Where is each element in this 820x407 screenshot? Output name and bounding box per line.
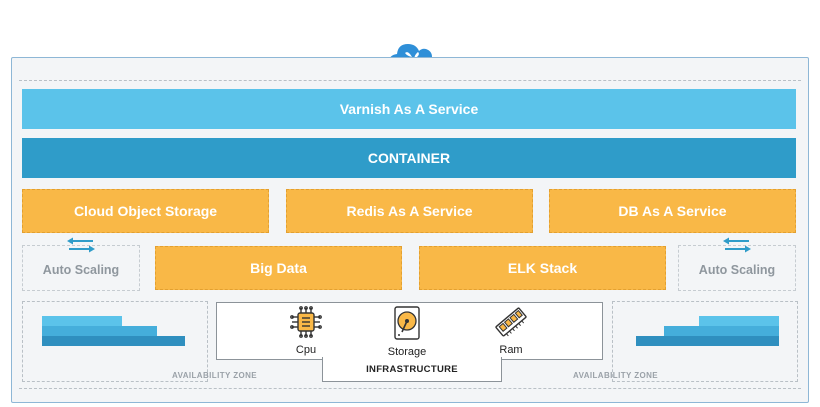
ram-icon bbox=[495, 307, 527, 337]
auto-scaling-right-label: Auto Scaling bbox=[698, 263, 776, 277]
storage-resource: Storage bbox=[377, 306, 437, 358]
cpu-resource: Cpu bbox=[276, 306, 336, 356]
big-data-label: Big Data bbox=[250, 260, 307, 276]
redis-tile: Redis As A Service bbox=[286, 189, 533, 233]
swap-arrows-icon bbox=[723, 237, 751, 253]
ram-resource: Ram bbox=[481, 306, 541, 356]
infrastructure-title: INFRASTRUCTURE bbox=[366, 363, 458, 375]
availability-zone-right-region bbox=[612, 301, 798, 382]
cloud-object-storage-tile: Cloud Object Storage bbox=[22, 189, 269, 233]
storage-label: Storage bbox=[387, 346, 427, 358]
auto-scaling-right: Auto Scaling bbox=[678, 237, 796, 291]
ram-label: Ram bbox=[499, 344, 523, 356]
cloud-object-storage-label: Cloud Object Storage bbox=[73, 203, 218, 219]
container-layer: CONTAINER bbox=[22, 138, 796, 178]
big-data-tile: Big Data bbox=[155, 246, 402, 290]
container-label: CONTAINER bbox=[367, 150, 451, 166]
bottom-dashed-line bbox=[19, 388, 801, 390]
cpu-icon bbox=[290, 306, 322, 338]
swap-arrows-icon bbox=[67, 237, 95, 253]
auto-scaling-left: Auto Scaling bbox=[22, 237, 140, 291]
storage-icon bbox=[394, 306, 420, 340]
redis-label: Redis As A Service bbox=[346, 203, 473, 219]
varnish-label: Varnish As A Service bbox=[339, 101, 479, 117]
varnish-layer: Varnish As A Service bbox=[22, 89, 796, 129]
top-dashed-region bbox=[19, 80, 801, 82]
auto-scaling-left-label: Auto Scaling bbox=[42, 263, 120, 277]
elk-stack-tile: ELK Stack bbox=[419, 246, 666, 290]
availability-zone-right-graphic bbox=[636, 316, 779, 346]
availability-zone-left-label: AVAILABILITY ZONE bbox=[172, 371, 258, 380]
availability-zone-left-graphic bbox=[42, 316, 185, 346]
availability-zone-left-region bbox=[22, 301, 208, 382]
elk-stack-label: ELK Stack bbox=[507, 260, 578, 276]
db-label: DB As A Service bbox=[618, 203, 727, 219]
availability-zone-right-label: AVAILABILITY ZONE bbox=[573, 371, 659, 380]
infrastructure-title-tab: INFRASTRUCTURE bbox=[322, 357, 502, 382]
cpu-label: Cpu bbox=[295, 344, 317, 356]
db-tile: DB As A Service bbox=[549, 189, 796, 233]
